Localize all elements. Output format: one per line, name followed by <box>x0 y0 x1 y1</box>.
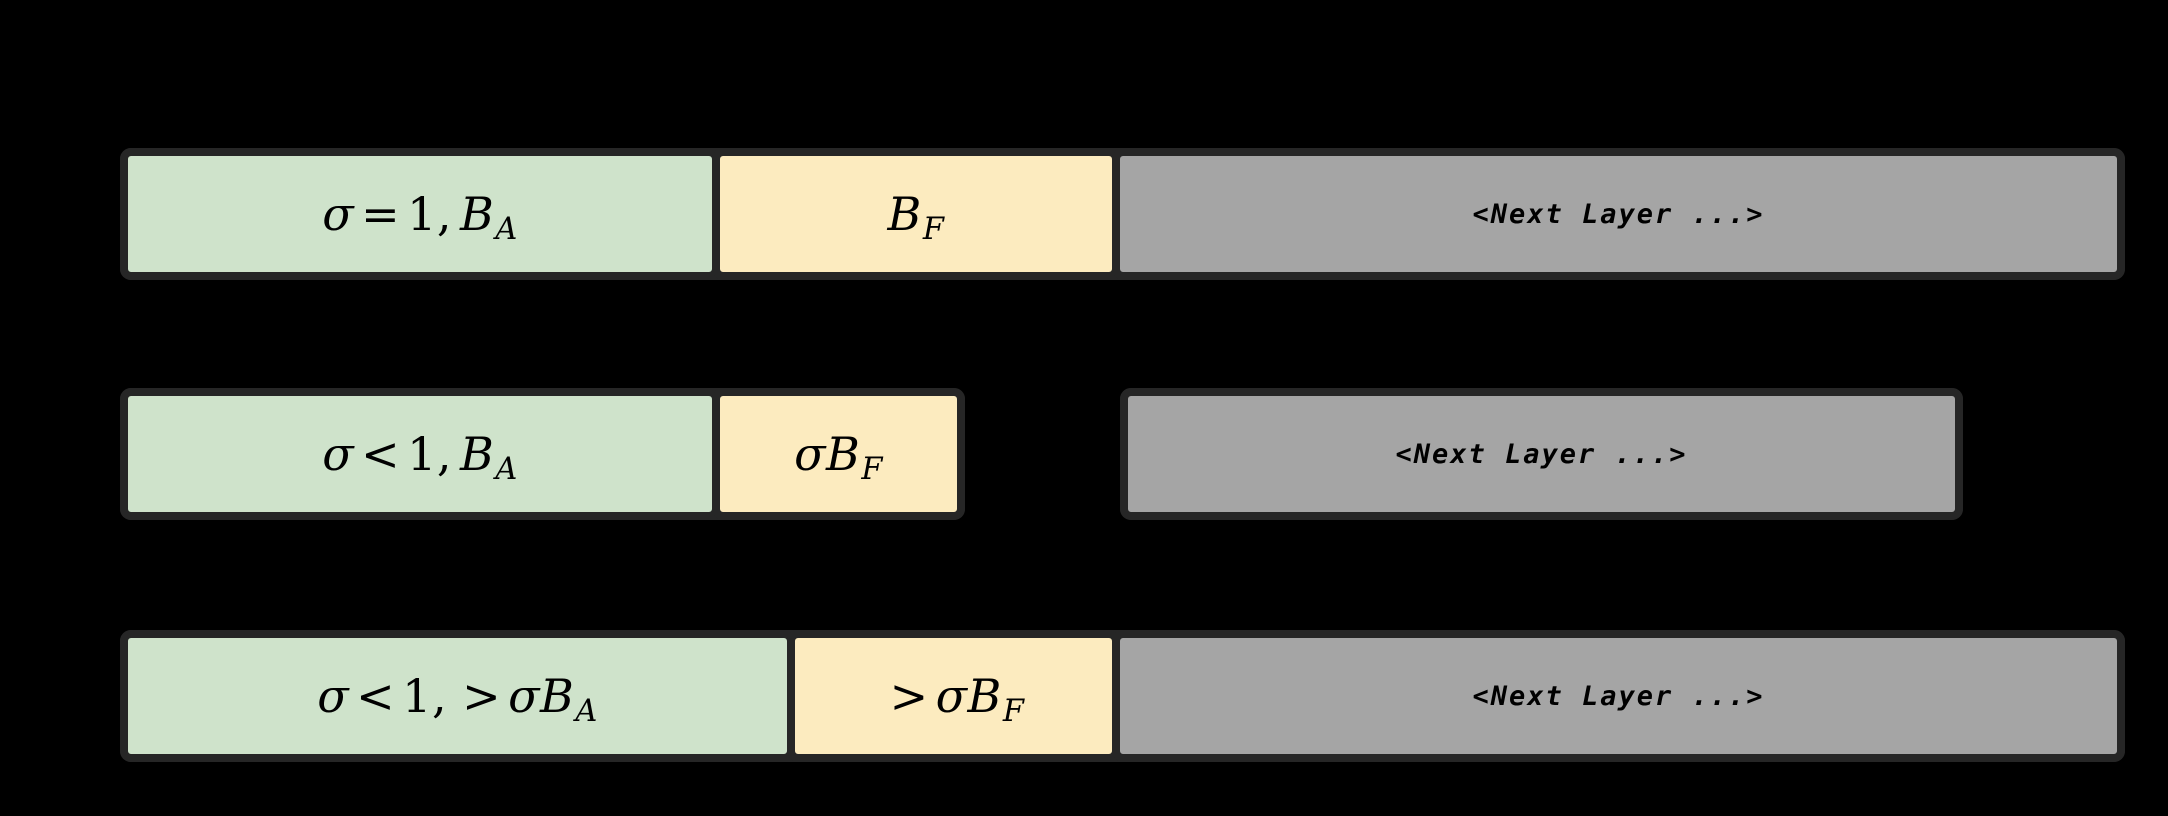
label-comma: , <box>436 427 453 481</box>
block-symbol: B <box>826 427 861 481</box>
attention-label-row-3: σ<1,>σBA <box>317 673 598 726</box>
bar-row-2-next-layer-group: <Next Layer ...> <box>1120 388 1963 520</box>
block-symbol: B <box>460 427 495 481</box>
relation-value: 1 <box>407 187 437 241</box>
ffn-label-row-3: >σBF <box>883 673 1025 726</box>
greater-than-symbol: > <box>462 669 502 723</box>
sigma-symbol-2: σ <box>508 669 541 723</box>
relation-value: 1 <box>407 427 437 481</box>
bar-row-2: σ<1,BA σBF <box>120 388 965 520</box>
next-layer-label: <Next Layer ...> <box>1472 680 1765 712</box>
bar-row-3: σ<1,>σBA >σBF <Next Layer ...> <box>120 630 2125 762</box>
sigma-symbol: σ <box>935 669 968 723</box>
sigma-symbol: σ <box>322 427 355 481</box>
next-layer-block-row-2[interactable]: <Next Layer ...> <box>1120 388 1963 520</box>
next-layer-label: <Next Layer ...> <box>1395 438 1688 470</box>
block-subscript: A <box>495 451 518 487</box>
ffn-block-row-1[interactable]: BF <box>712 148 1120 280</box>
sigma-symbol: σ <box>794 427 826 481</box>
greater-than-symbol: > <box>889 669 929 723</box>
block-subscript: A <box>495 211 518 247</box>
attention-block-row-1[interactable]: σ=1,BA <box>120 148 720 280</box>
block-symbol: B <box>460 187 495 241</box>
block-symbol: B <box>967 669 1002 723</box>
bar-row-1: σ=1,BA BF <Next Layer ...> <box>120 148 2125 280</box>
attention-label-row-1: σ=1,BA <box>322 191 518 244</box>
bar-row-3-group: σ<1,>σBA >σBF <Next Layer ...> <box>120 630 2125 762</box>
ffn-block-row-3[interactable]: >σBF <box>787 630 1120 762</box>
block-symbol: B <box>540 669 575 723</box>
bar-row-1-group: σ=1,BA BF <Next Layer ...> <box>120 148 2125 280</box>
block-symbol: B <box>887 187 922 241</box>
ffn-label-row-1: BF <box>888 191 945 244</box>
block-subscript: F <box>1002 693 1025 729</box>
bar-row-2-group: σ<1,BA σBF <box>120 388 965 520</box>
block-subscript: F <box>861 451 883 487</box>
next-layer-block-row-1[interactable]: <Next Layer ...> <box>1112 148 2125 280</box>
ffn-block-row-2[interactable]: σBF <box>712 388 965 520</box>
sigma-symbol: σ <box>317 669 350 723</box>
sigma-symbol: σ <box>322 187 355 241</box>
block-subscript: F <box>922 211 945 247</box>
next-layer-label: <Next Layer ...> <box>1472 198 1765 230</box>
label-comma: , <box>431 669 448 723</box>
attention-block-row-2[interactable]: σ<1,BA <box>120 388 720 520</box>
relation-value: 1 <box>402 669 432 723</box>
relation-symbol: = <box>361 187 401 241</box>
relation-symbol: < <box>356 669 396 723</box>
ffn-label-row-2: σBF <box>794 431 883 484</box>
attention-block-row-3[interactable]: σ<1,>σBA <box>120 630 795 762</box>
bar-row-2-next-layer-row: <Next Layer ...> <box>1120 388 1963 520</box>
label-comma: , <box>436 187 453 241</box>
block-subscript: A <box>575 693 598 729</box>
attention-label-row-2: σ<1,BA <box>322 431 518 484</box>
next-layer-block-row-3[interactable]: <Next Layer ...> <box>1112 630 2125 762</box>
relation-symbol: < <box>361 427 401 481</box>
